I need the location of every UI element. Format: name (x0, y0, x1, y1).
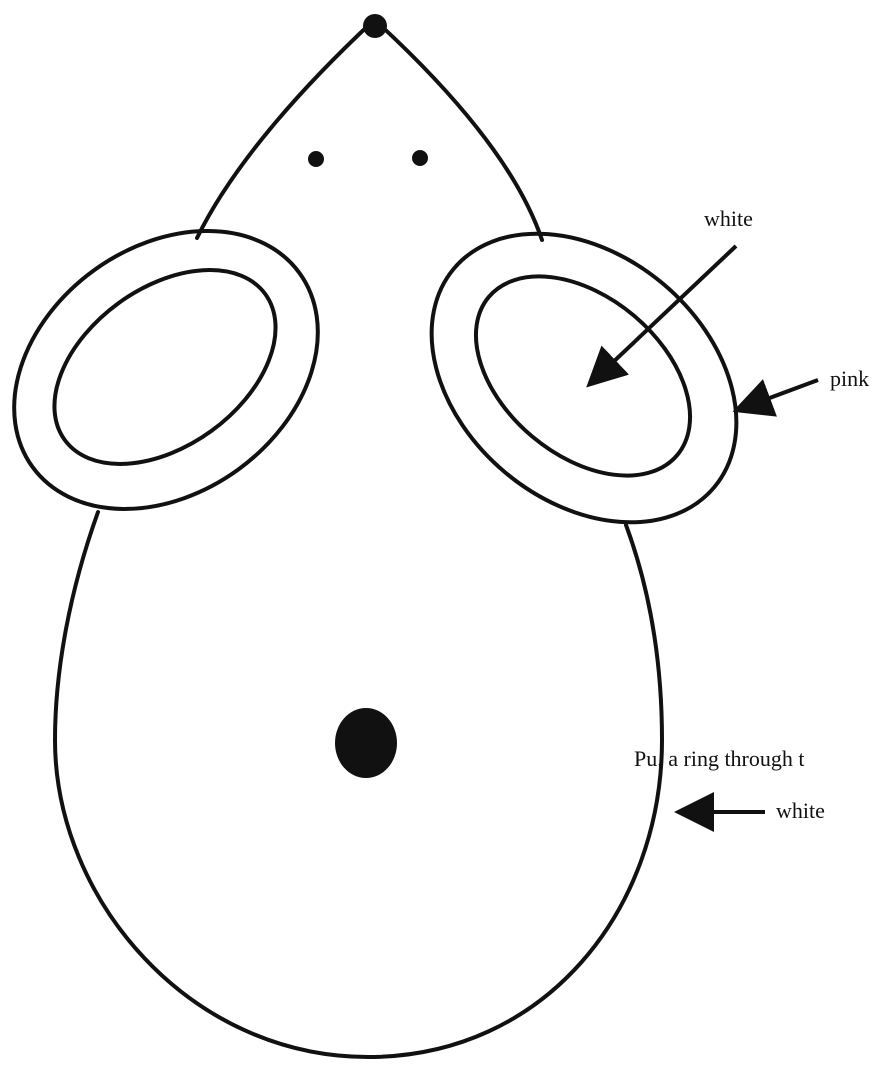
right-ear-outer (375, 175, 794, 582)
body-label: white (776, 798, 825, 823)
ear-rim-arrow (740, 380, 818, 409)
right-ear-inner (438, 236, 728, 515)
body-outline (55, 512, 662, 1057)
left-eye (308, 151, 324, 167)
ear-rim-label: pink (830, 366, 869, 391)
instruction-text: Pu. a ring through t (634, 746, 805, 771)
inner-ear-arrow (592, 246, 736, 382)
right-ear (375, 175, 794, 582)
left-ear-outer (0, 174, 372, 567)
left-ear (0, 174, 372, 567)
head-outline (197, 22, 542, 240)
inner-ear-label: white (704, 206, 753, 231)
tail-hole (335, 708, 397, 778)
left-ear-inner (18, 230, 312, 504)
right-eye (412, 150, 428, 166)
